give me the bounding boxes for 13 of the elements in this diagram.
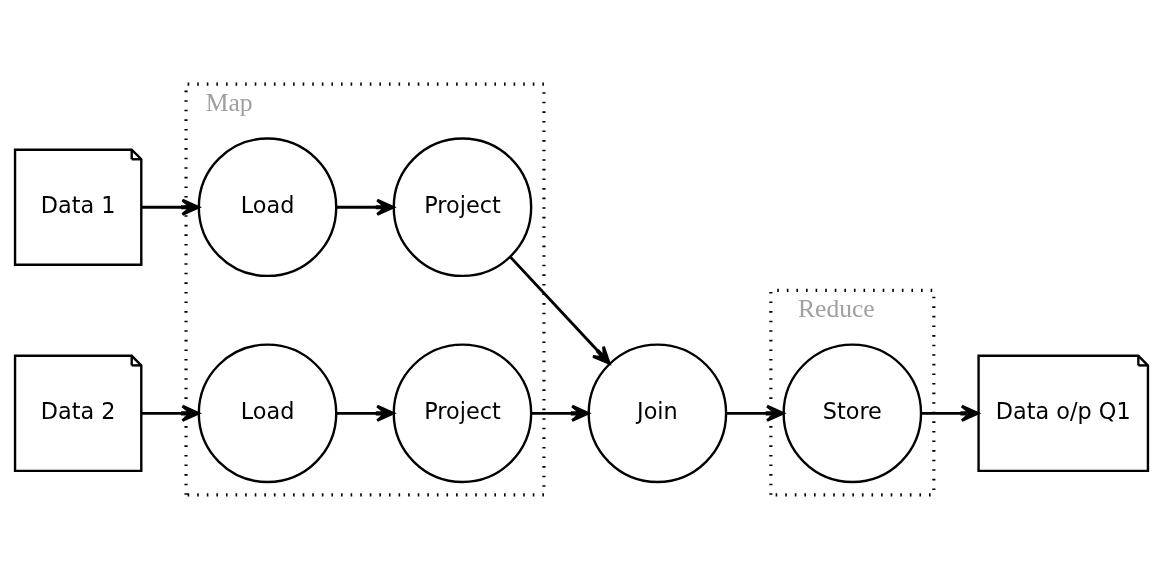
node-circle: Project	[392, 136, 533, 277]
arrow	[141, 198, 200, 216]
arrow	[531, 404, 590, 422]
arrow	[336, 198, 395, 216]
node-circle: Load	[197, 342, 338, 483]
arrow	[921, 404, 980, 422]
node-circle: Project	[392, 342, 533, 483]
arrow	[336, 404, 395, 422]
arrow	[726, 404, 785, 422]
node-circle: Load	[197, 136, 338, 277]
arrow	[509, 255, 611, 365]
node-circle: Store	[782, 342, 923, 483]
arrow	[141, 404, 200, 422]
